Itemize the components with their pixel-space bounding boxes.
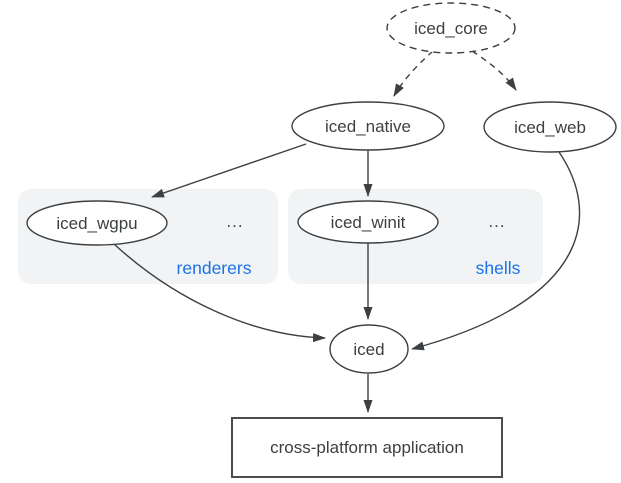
iced_core-label: iced_core — [414, 19, 488, 38]
node-iced_core: iced_core — [386, 2, 516, 54]
renderers-more-indicator: ... — [226, 212, 243, 231]
application-box — [231, 417, 503, 478]
node-iced_wgpu: iced_wgpu — [26, 200, 168, 246]
shells-more-indicator: ... — [488, 212, 505, 231]
renderers-group-label: renderers — [177, 258, 252, 278]
iced_native-ellipse — [291, 101, 445, 151]
iced-ellipse — [329, 324, 409, 374]
iced_winit-ellipse — [297, 200, 439, 244]
edge-iced_wgpu-to-iced — [113, 243, 326, 343]
iced_wgpu-label: iced_wgpu — [56, 214, 137, 233]
shells-group-label: shells — [476, 258, 521, 278]
iced_web-ellipse — [483, 101, 617, 153]
edge-iced_core-to-iced_web — [471, 50, 517, 91]
node-application: cross-platform application — [231, 417, 503, 478]
application-label: cross-platform application — [270, 438, 464, 457]
iced_web-label: iced_web — [514, 118, 586, 137]
iced-label: iced — [353, 340, 384, 359]
iced_core-ellipse — [386, 2, 516, 54]
iced_winit-label: iced_winit — [331, 213, 406, 232]
node-iced_winit: iced_winit — [297, 200, 439, 244]
edge-iced_core-to-iced_native — [393, 50, 434, 97]
edge-iced_web-to-iced — [411, 151, 581, 351]
node-iced: iced — [329, 324, 409, 374]
iced_native-label: iced_native — [325, 117, 411, 136]
node-iced_web: iced_web — [483, 101, 617, 153]
iced_wgpu-ellipse — [26, 200, 168, 246]
edge-iced_native-to-iced_wgpu — [151, 143, 307, 198]
node-iced_native: iced_native — [291, 101, 445, 151]
